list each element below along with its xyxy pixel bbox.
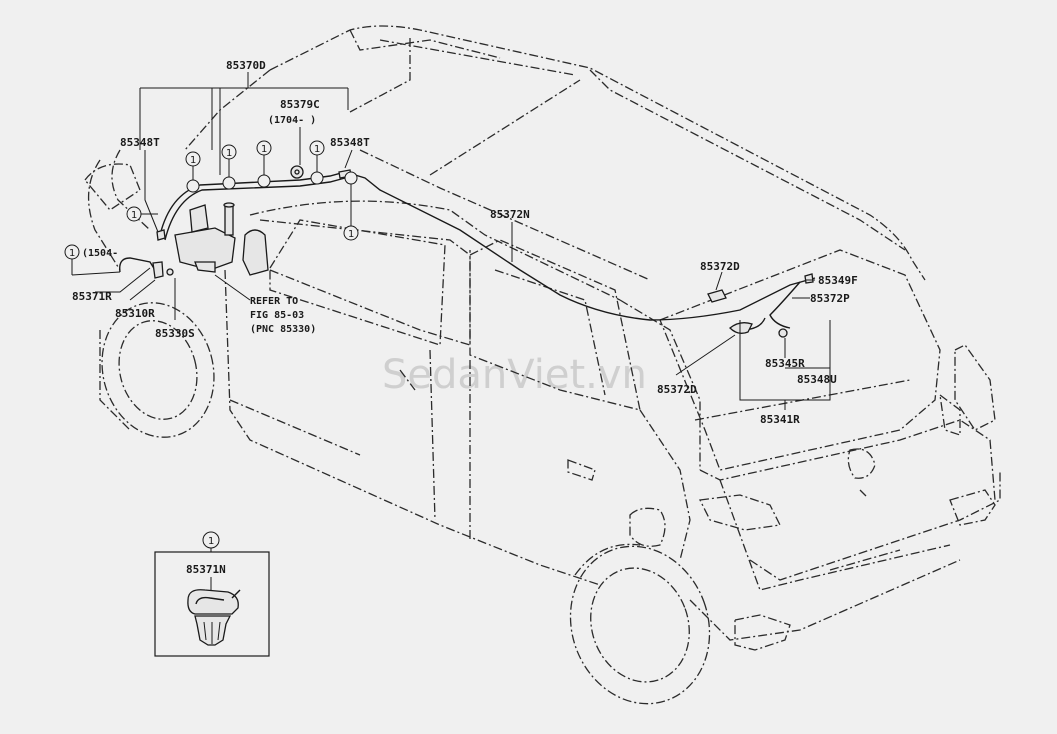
label-85371R: 85371R [72,290,112,303]
label-85371N: 85371N [186,563,226,576]
label-85345R: 85345R [765,357,805,370]
nozzle-85345R [778,328,788,338]
small-parts [152,165,814,338]
label-85379C: 85379C [280,98,320,111]
svg-text:1: 1 [348,229,354,240]
leader-lines [71,72,831,410]
grommet-85330S [166,268,174,276]
label-85372D-top: 85372D [700,260,740,273]
label-85310R: 85310R [115,307,155,320]
label-85348T-left: 85348T [120,136,160,149]
label-85349F: 85349F [818,274,858,287]
label-85348U: 85348U [797,373,837,386]
label-85348T-right: 85348T [330,136,370,149]
washer-tank [174,202,236,273]
label-85370D: 85370D [226,59,266,72]
clip-85372D-bottom [729,322,753,334]
callout-circles: 1 1 1 1 1 1 1 [64,140,359,260]
svg-text:1: 1 [226,148,232,159]
label-refer-1: REFER TO [250,296,298,307]
part-labels: 85370D 85379C (1704- ) 85348T 85348T 853… [72,59,858,426]
label-1504-note: (1504- [82,248,118,259]
label-85372N: 85372N [490,208,530,221]
label-85372D-bottom: 85372D [657,383,697,396]
svg-text:1: 1 [131,210,137,221]
motor-85310R [152,261,164,279]
watermark-text: SedanViet.vn [382,352,647,398]
label-85372P: 85372P [810,292,850,305]
clip-85372D-top [707,289,727,303]
svg-text:1: 1 [69,248,75,259]
label-85379C-note: (1704- ) [268,115,316,126]
svg-text:1: 1 [190,155,196,166]
svg-text:1: 1 [314,144,320,155]
label-85330S: 85330S [155,327,195,340]
label-85341R: 85341R [760,413,800,426]
car-body-outline [84,25,1001,705]
label-refer-3: (PNC 85330) [250,324,316,335]
inset-box: 1 85371N [154,531,270,657]
joint-85349F [804,273,814,284]
svg-text:1: 1 [261,144,267,155]
svg-text:1: 1 [208,536,214,547]
label-refer-2: FIG 85-03 [250,310,304,321]
washer-hose [119,171,816,331]
clip-85371N [187,589,239,615]
